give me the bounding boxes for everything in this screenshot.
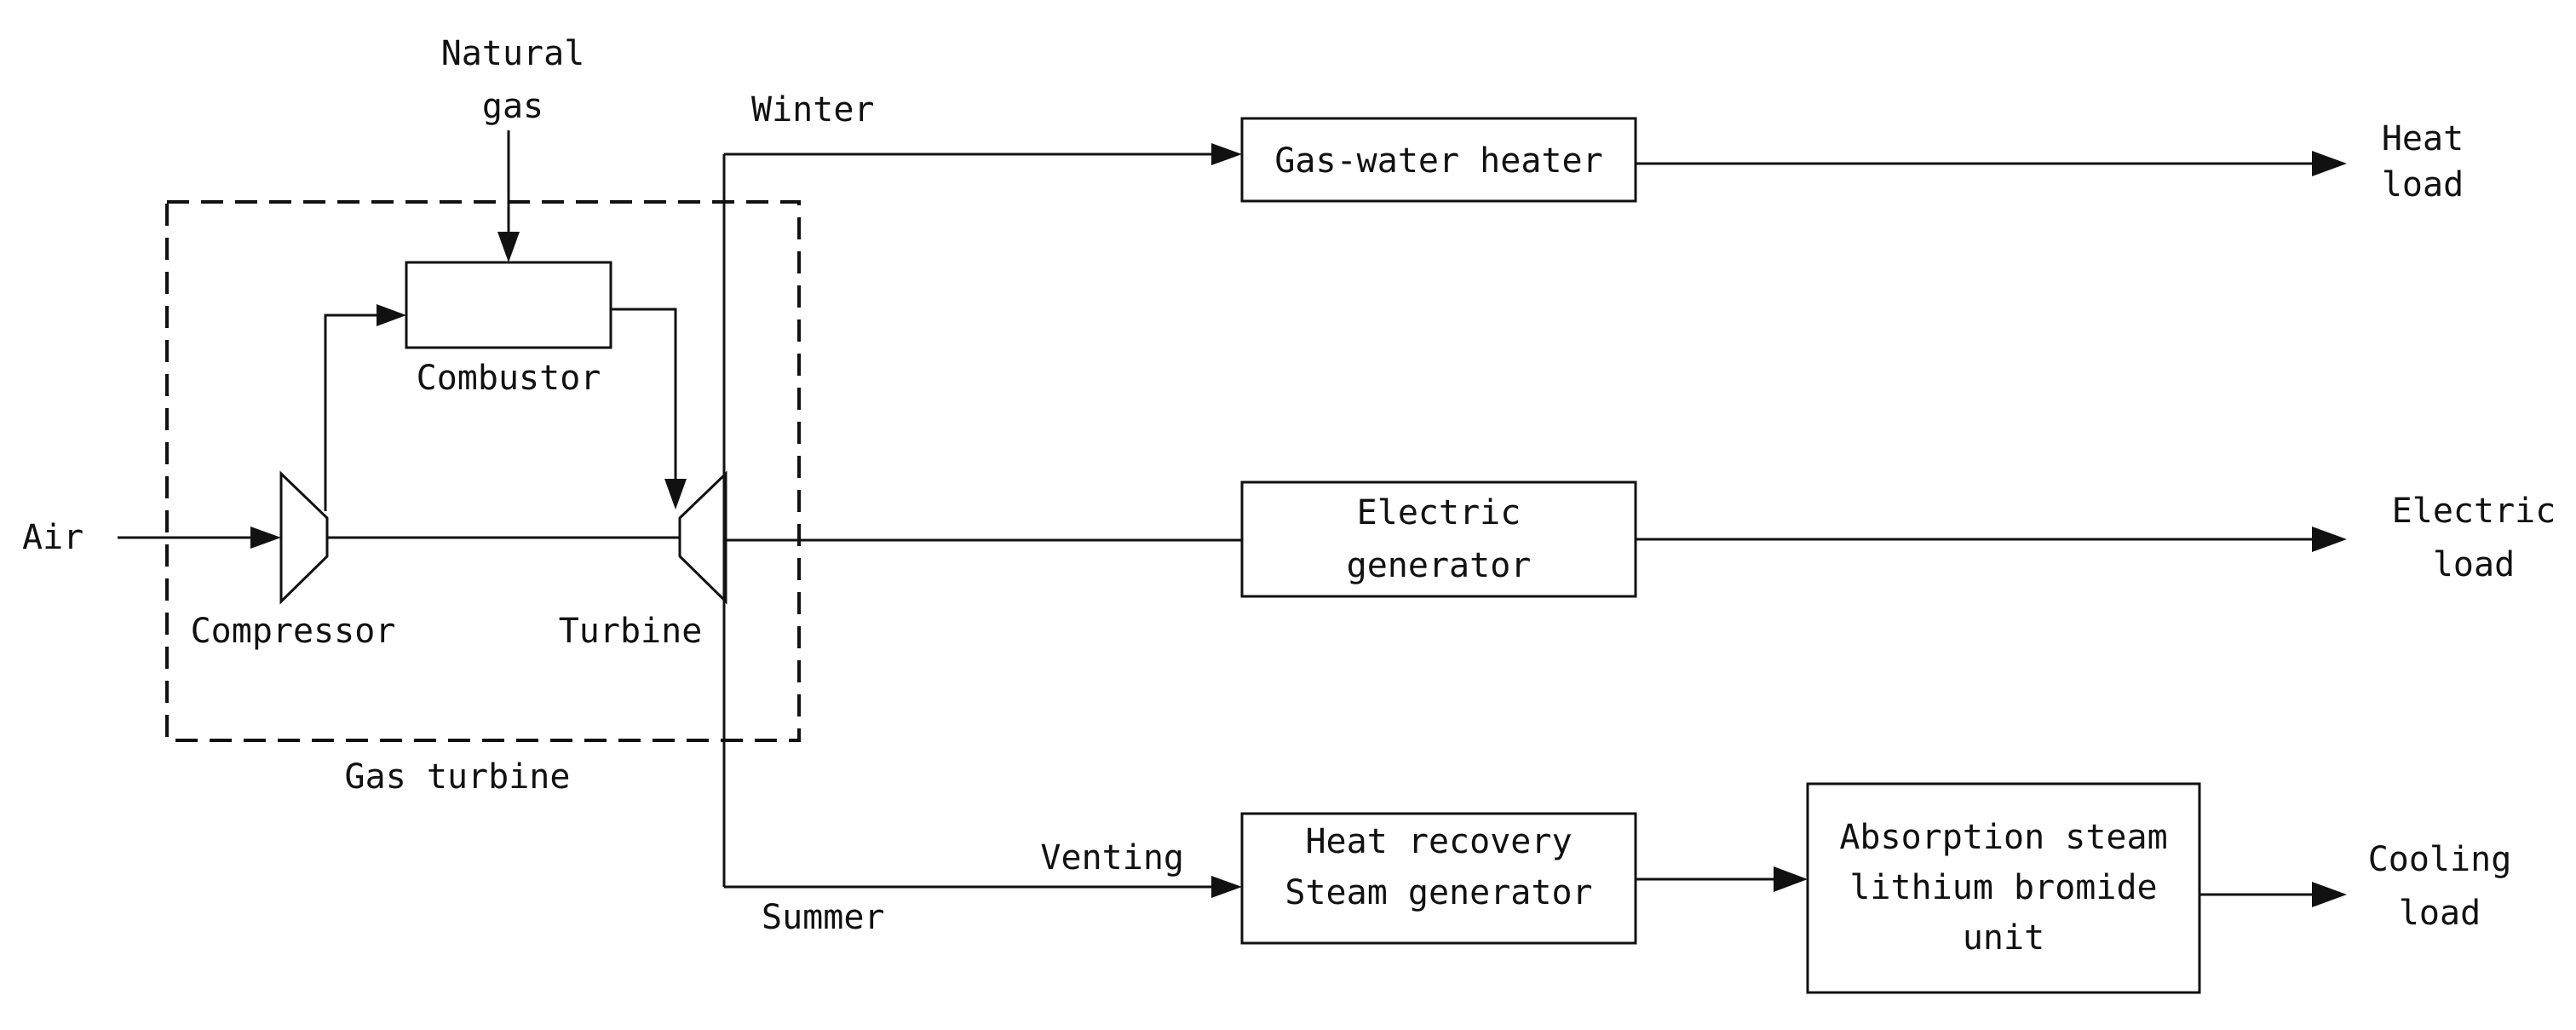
gas-turbine-label: Gas turbine — [345, 757, 571, 797]
summer-label: Summer — [762, 898, 885, 937]
cooling-load-label-line1: Cooling — [2368, 840, 2512, 879]
gas-water-heater-box — [1240, 117, 1637, 203]
combustor-to-turbine-line — [611, 308, 677, 484]
compressor-symbol — [279, 470, 329, 605]
electric-load-label-line1: Electric — [2392, 492, 2556, 531]
absorption-unit-label-line2: lithium bromide — [1849, 868, 2157, 907]
compressor-to-combustor-arrowhead — [377, 304, 406, 326]
heat-load-label-line1: Heat — [2382, 119, 2464, 158]
hrsg-label-line2: Steam generator — [1285, 873, 1592, 912]
hrsg-label-line1: Heat recovery — [1305, 822, 1572, 861]
electric-generator-label-line2: generator — [1347, 546, 1532, 585]
summer-arrowhead — [1211, 876, 1242, 898]
hrsg-to-absorption-arrowhead — [1774, 866, 1808, 892]
air-arrowhead — [250, 527, 281, 549]
gas-water-heater-label: Gas-water heater — [1274, 141, 1602, 181]
electric-load-label-line2: load — [2433, 545, 2515, 584]
cooling-load-label-line2: load — [2399, 894, 2481, 933]
natural-gas-label-line2: gas — [482, 87, 543, 126]
air-label: Air — [22, 518, 83, 557]
hrsg-box — [1240, 812, 1637, 945]
gas-turbine-boundary — [165, 200, 801, 742]
natural-gas-arrowhead — [497, 232, 520, 262]
compressor-label: Compressor — [191, 612, 396, 651]
electric-output-arrowhead — [2312, 527, 2347, 552]
turbine-label: Turbine — [559, 612, 703, 651]
winter-label: Winter — [751, 90, 875, 129]
cooling-output-arrowhead — [2312, 882, 2347, 907]
winter-arrowhead — [1211, 143, 1242, 165]
turbine-symbol — [678, 470, 727, 605]
combustor-label: Combustor — [417, 359, 601, 398]
heat-load-label-line2: load — [2382, 165, 2464, 204]
electric-generator-box — [1240, 480, 1637, 598]
natural-gas-label-line1: Natural — [441, 34, 585, 73]
electric-generator-label-line1: Electric — [1357, 493, 1521, 532]
absorption-unit-box — [1806, 782, 2201, 994]
absorption-unit-label-line3: unit — [1963, 918, 2044, 958]
venting-label: Venting — [1040, 838, 1184, 878]
combustor-to-turbine-arrowhead — [664, 479, 687, 509]
heat-output-arrowhead — [2312, 151, 2347, 176]
combustor-box — [405, 261, 612, 349]
compressor-to-combustor-line — [324, 314, 382, 511]
absorption-unit-label-line1: Absorption steam — [1839, 818, 2167, 857]
